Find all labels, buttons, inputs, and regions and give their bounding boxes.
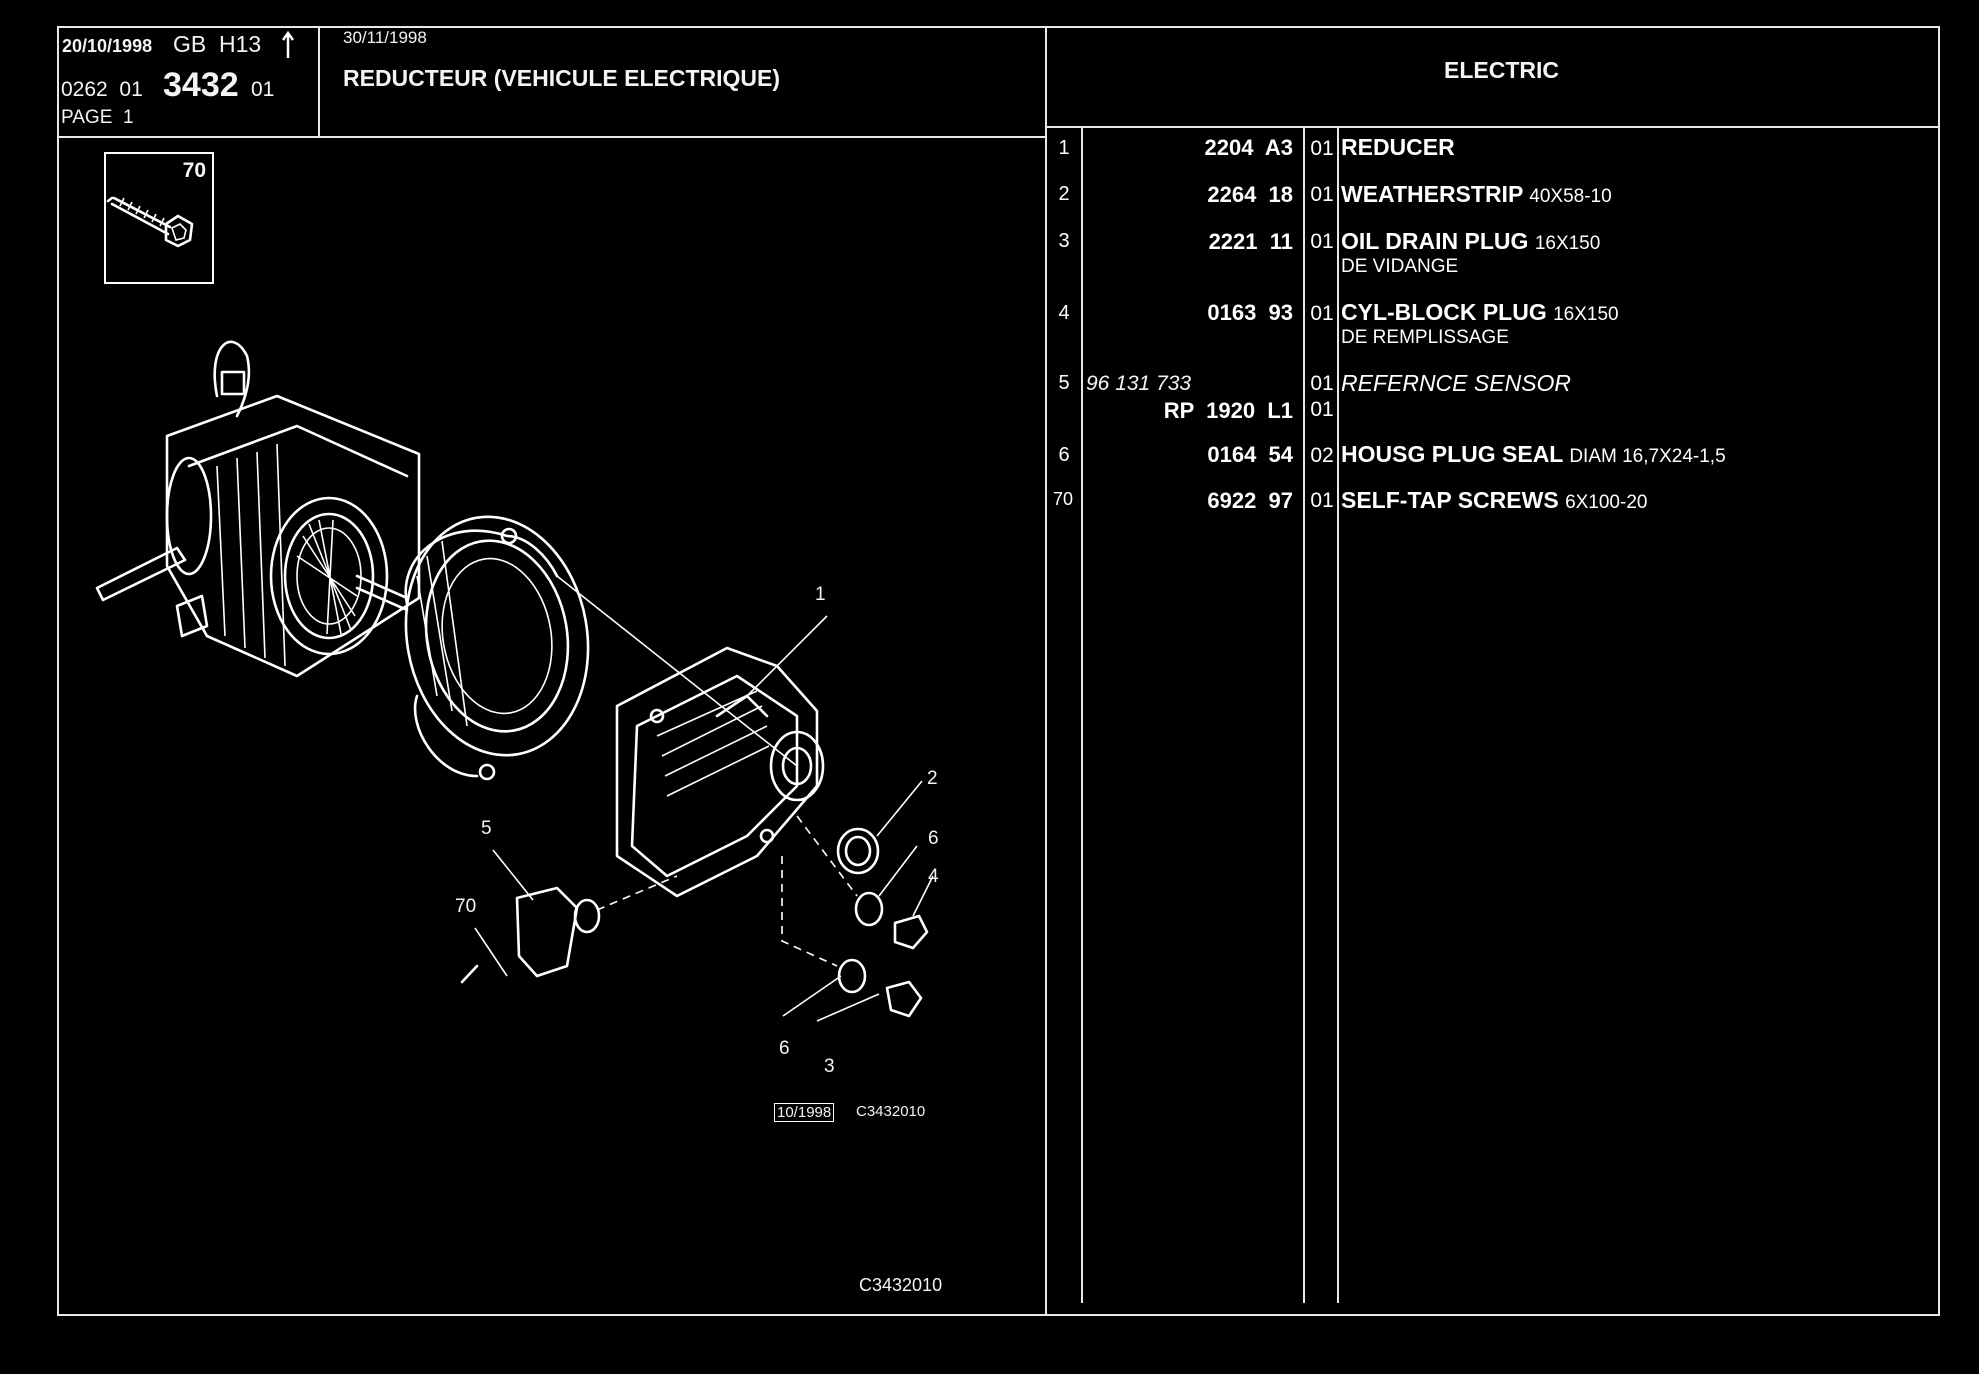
header-page: PAGE 1 [61, 107, 134, 128]
inset-number: 70 [182, 159, 206, 182]
part-name: HOUSG PLUG SEAL DIAM 16,7X24-1,5 [1341, 441, 1726, 468]
header-date2: 30/11/1998 [343, 28, 427, 47]
table-col-qty-right [1337, 128, 1339, 1303]
part-note: DE VIDANGE [1341, 256, 1459, 277]
part-no: 2 [1058, 183, 1070, 205]
header-ref-suffix: 01 [251, 78, 275, 101]
part-name: OIL DRAIN PLUG 16X150 [1341, 228, 1600, 255]
bell-housing [404, 515, 590, 781]
callout-70: 70 [455, 896, 477, 917]
part-qty: 01 [1310, 302, 1334, 325]
section-title: ELECTRIC [1444, 57, 1559, 83]
part-name-text: WEATHERSTRIP [1341, 181, 1523, 207]
drawing-stamp-code: C3432010 [856, 1103, 926, 1120]
header-lang-code: GB H13 [173, 31, 262, 57]
part-ref: 2204 A3 [1204, 135, 1293, 160]
part-name-text: OIL DRAIN PLUG [1341, 228, 1529, 254]
part-qty: 02 [1310, 444, 1334, 467]
part-no: 3 [1058, 230, 1070, 252]
exploded-view-drawing [95, 340, 934, 1022]
page-frame [57, 26, 1940, 1316]
part-no: 70 [1052, 489, 1074, 509]
part-qty: 01 [1310, 489, 1334, 512]
self-tap-screw-icon [106, 196, 194, 248]
header-divider-1 [318, 26, 320, 138]
up-arrow-icon [281, 30, 295, 65]
part-ref: RP 1920 L1 [1163, 398, 1293, 423]
part-ref: 6922 97 [1207, 488, 1293, 513]
part-name-text: HOUSG PLUG SEAL [1341, 441, 1563, 467]
callout-6-lower: 6 [779, 1038, 790, 1059]
part-size: 16X150 [1534, 233, 1601, 254]
motor-assembly [95, 340, 421, 678]
part-note: DE REMPLISSAGE [1341, 327, 1509, 348]
part-qty-2: 01 [1310, 398, 1334, 421]
part-ref-alt: 96 131 733 [1086, 372, 1192, 395]
part-no: 6 [1058, 444, 1070, 466]
left-header-rule [57, 136, 1045, 138]
weatherstrip-part [836, 827, 880, 875]
part-size: DIAM 16,7X24-1,5 [1569, 446, 1726, 467]
table-col-ref-left [1081, 128, 1083, 1303]
reducer-housing [556, 575, 825, 898]
part-qty: 01 [1310, 230, 1334, 253]
reference-sensor [515, 886, 579, 978]
callout-2: 2 [927, 768, 938, 789]
header-ref-prefix: 0262 01 [61, 78, 143, 101]
page-title: REDUCTEUR (VEHICULE ELECTRIQUE) [343, 65, 781, 91]
part-name: REFERNCE SENSOR [1341, 370, 1572, 396]
footer-code: C3432010 [859, 1275, 943, 1295]
part-name-text: REDUCER [1341, 134, 1455, 160]
oil-drain-plug [885, 980, 923, 1018]
part-qty: 01 [1310, 183, 1334, 206]
main-divider [1045, 26, 1047, 1316]
part-size: 40X58-10 [1529, 186, 1612, 207]
drawing-stamp-date: 10/1998 [774, 1103, 835, 1122]
callout-4: 4 [928, 866, 939, 887]
part-size: 16X150 [1553, 304, 1619, 325]
part-no: 4 [1058, 302, 1070, 324]
callout-1: 1 [815, 584, 826, 605]
callout-5: 5 [481, 818, 492, 839]
cylinder-block-plug [893, 914, 929, 950]
part-name-text: CYL-BLOCK PLUG [1341, 299, 1547, 325]
part-name: WEATHERSTRIP 40X58-10 [1341, 181, 1612, 208]
header-ref-main: 3432 [163, 66, 239, 104]
part-size: 6X100-20 [1565, 492, 1648, 513]
plug-seal-upper [854, 891, 884, 927]
part-qty: 01 [1310, 372, 1334, 395]
table-col-qty-left [1303, 128, 1305, 1303]
plug-seal-lower [837, 958, 867, 994]
part-name: CYL-BLOCK PLUG 16X150 [1341, 299, 1619, 326]
part-qty: 01 [1310, 137, 1334, 160]
part-ref: 0164 54 [1207, 442, 1293, 467]
part-ref: 2221 11 [1208, 229, 1293, 254]
part-ref: 0163 93 [1207, 300, 1293, 325]
part-ref: 2264 18 [1207, 182, 1293, 207]
part-name: REDUCER [1341, 134, 1455, 161]
callout-6-upper: 6 [928, 828, 939, 849]
part-no: 5 [1058, 372, 1070, 394]
part-no: 1 [1058, 137, 1070, 159]
callout-3: 3 [824, 1056, 835, 1077]
screw-inset: 70 [104, 152, 214, 284]
part-name-text: SELF-TAP SCREWS [1341, 487, 1559, 513]
right-header-rule [1045, 126, 1940, 128]
part-name: SELF-TAP SCREWS 6X100-20 [1341, 487, 1647, 514]
header-date: 20/10/1998 [62, 36, 153, 56]
